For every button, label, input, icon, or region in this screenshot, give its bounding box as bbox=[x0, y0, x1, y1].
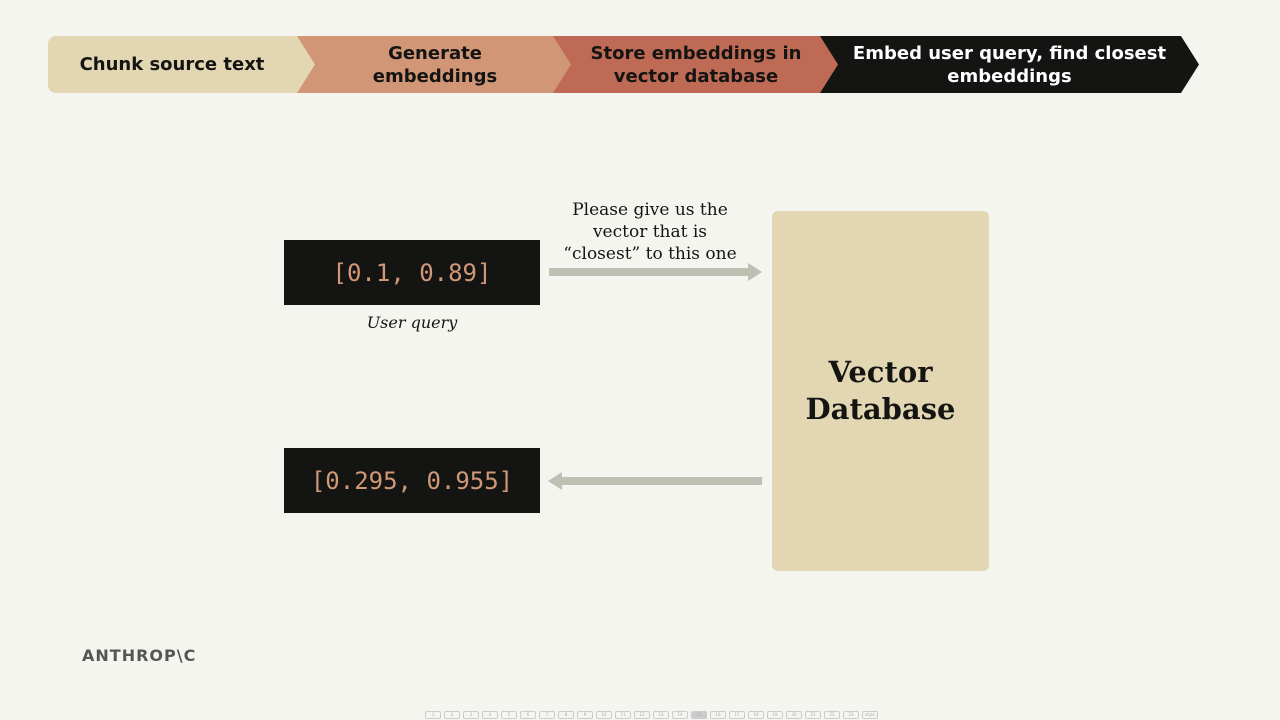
page-button-2[interactable]: 2 bbox=[444, 711, 460, 719]
step-label: Store embeddings in vector database bbox=[590, 42, 802, 87]
page-button-17[interactable]: 17 bbox=[729, 711, 745, 719]
page-button-6[interactable]: 6 bbox=[520, 711, 536, 719]
result-vector: [0.295, 0.955] bbox=[284, 448, 540, 513]
request-arrow bbox=[549, 268, 749, 276]
query-caption: User query bbox=[366, 313, 458, 332]
page-button-12[interactable]: 12 bbox=[634, 711, 650, 719]
page-button-16[interactable]: 16 bbox=[710, 711, 726, 719]
page-button-9[interactable]: 9 bbox=[577, 711, 593, 719]
step-label: Generate embeddings bbox=[372, 42, 498, 87]
vector-database: Vector Database bbox=[772, 211, 989, 571]
step-generate-embeddings: Generate embeddings bbox=[297, 36, 573, 93]
page-button-13[interactable]: 13 bbox=[653, 711, 669, 719]
page-button-8[interactable]: 8 bbox=[558, 711, 574, 719]
anthropic-logo: ANTHROP\C bbox=[82, 646, 197, 665]
page-button-style[interactable]: style bbox=[862, 711, 878, 719]
step-chunk-source-text: Chunk source text bbox=[48, 36, 316, 93]
page-button-11[interactable]: 11 bbox=[615, 711, 631, 719]
page-button-5[interactable]: 5 bbox=[501, 711, 517, 719]
query-vector: [0.1, 0.89] bbox=[284, 240, 540, 305]
response-arrow bbox=[562, 477, 762, 485]
page-button-20[interactable]: 20 bbox=[786, 711, 802, 719]
page-button-10[interactable]: 10 bbox=[596, 711, 612, 719]
page-button-15[interactable]: 15 bbox=[691, 711, 707, 719]
step-label: Chunk source text bbox=[79, 54, 265, 75]
page-button-19[interactable]: 19 bbox=[767, 711, 783, 719]
page-button-22[interactable]: 22 bbox=[824, 711, 840, 719]
page-button-18[interactable]: 18 bbox=[748, 711, 764, 719]
page-button-4[interactable]: 4 bbox=[482, 711, 498, 719]
step-store-embeddings: Store embeddings in vector database bbox=[553, 36, 839, 93]
request-text: Please give us the vector that is “close… bbox=[563, 200, 737, 264]
arrow-left-icon bbox=[548, 472, 562, 490]
database-label: Vector Database bbox=[805, 355, 956, 426]
step-label: Embed user query, find closest embedding… bbox=[852, 42, 1167, 87]
arrow-right-icon bbox=[748, 263, 762, 281]
page-button-23[interactable]: 23 bbox=[843, 711, 859, 719]
page-button-21[interactable]: 21 bbox=[805, 711, 821, 719]
page-button-3[interactable]: 3 bbox=[463, 711, 479, 719]
page-button-7[interactable]: 7 bbox=[539, 711, 555, 719]
page-button-1[interactable]: 1 bbox=[425, 711, 441, 719]
step-embed-query: Embed user query, find closest embedding… bbox=[820, 36, 1199, 93]
page-button-14[interactable]: 14 bbox=[672, 711, 688, 719]
